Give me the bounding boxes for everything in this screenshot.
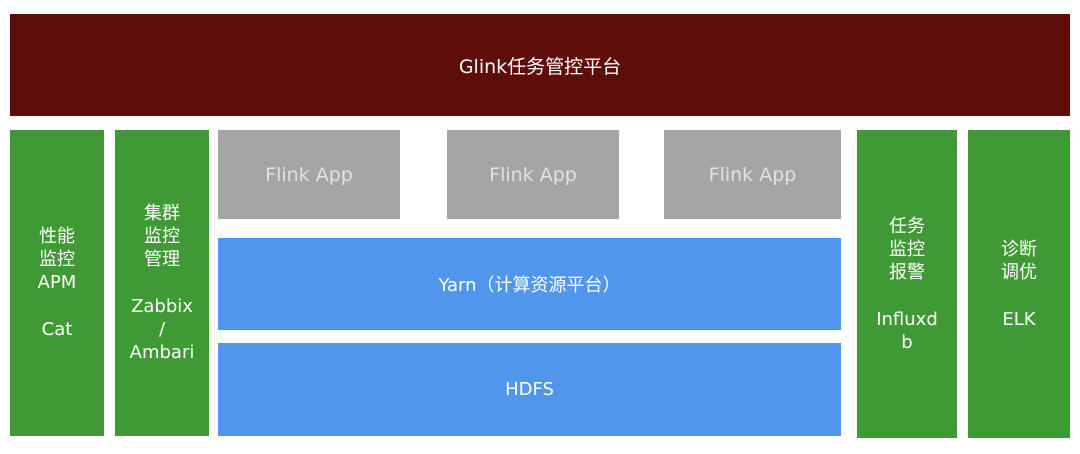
module-label-line: APM (37, 272, 77, 293)
performance-monitoring-module: 性能 监控 APM Cat (10, 130, 104, 436)
platform-title: Glink任务管控平台 (458, 55, 622, 78)
module-tool: / (158, 319, 166, 340)
module-tool: Cat (41, 319, 73, 340)
module-label-line: 性能 (39, 226, 75, 247)
module-label-line: 监控 (144, 226, 180, 247)
flink-app-2: Flink App (447, 130, 619, 219)
app-label: Flink App (265, 163, 353, 186)
module-label-line: 集群 (144, 203, 180, 224)
cluster-monitoring-module: 集群 监控 管理 Zabbix / Ambari (115, 130, 209, 436)
module-label-line: 诊断 (1001, 238, 1037, 260)
module-tool: Zabbix (131, 296, 193, 317)
yarn-label: Yarn（计算资源平台） (438, 275, 621, 296)
module-tool: Influxd (876, 308, 938, 330)
module-label-line: 任务 (889, 215, 925, 237)
module-label-line: 监控 (889, 238, 925, 260)
diagnosis-tuning-module: 诊断 调优 ELK (968, 130, 1070, 438)
hdfs-layer: HDFS (218, 343, 841, 436)
module-tool: Ambari (129, 342, 195, 363)
task-alerting-module: 任务 监控 报警 Influxd b (857, 130, 957, 438)
app-label: Flink App (489, 163, 577, 186)
flink-app-3: Flink App (664, 130, 841, 219)
module-label-line: 调优 (1001, 261, 1037, 283)
flink-app-1: Flink App (218, 130, 400, 219)
yarn-layer: Yarn（计算资源平台） (218, 238, 841, 330)
module-label-line: 监控 (39, 249, 75, 270)
module-label-line: 报警 (889, 261, 925, 283)
module-tool: ELK (1002, 308, 1036, 330)
module-tool: b (901, 331, 913, 353)
hdfs-label: HDFS (505, 379, 554, 400)
module-label-line: 管理 (144, 249, 180, 270)
app-label: Flink App (708, 163, 797, 186)
platform-bar: Glink任务管控平台 (10, 14, 1070, 116)
